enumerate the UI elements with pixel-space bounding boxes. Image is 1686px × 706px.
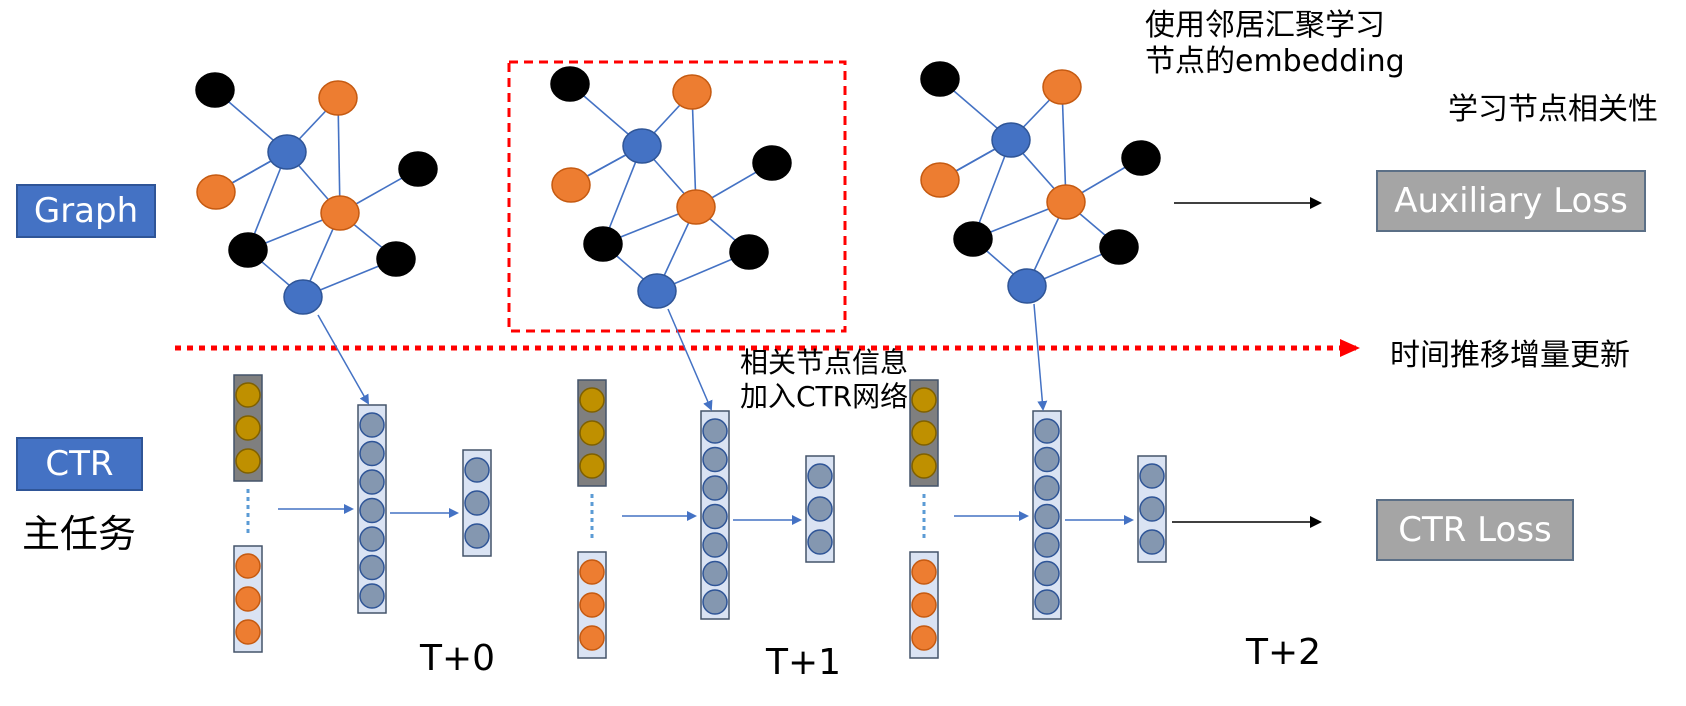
ctr-0-graph-link [317,314,369,405]
ctr-2-output-unit [1139,529,1165,555]
ctr-0-output-unit [464,490,490,516]
ctr-0-hidden-unit [359,440,385,467]
ctr-0-hidden-unit [359,554,385,581]
ctr-0-hidden-unit [359,469,385,495]
add-to-ctr-line-1: 相关节点信息 [740,346,909,379]
graph-3-other-node [1099,229,1139,265]
ctr-0-item-feature [235,382,261,408]
graph-1-other-node [376,241,416,277]
graph-3-other-node [920,61,960,97]
graph-1-user-node [320,195,360,231]
ctr-1-hidden-unit [702,503,728,530]
ctr-1-user-feature [579,559,605,585]
graph-1-hub-node [283,279,323,315]
ctr-2-hidden-unit [1034,532,1060,558]
ctr-1-hidden-unit [702,418,728,444]
graph-2-user-node [676,189,716,225]
ctr-1-hidden-unit [702,446,728,473]
graph-3-user-node [1042,69,1082,105]
graph-2-other-node [550,66,590,102]
graph-label: Graph [16,184,156,238]
ctr-2-hidden-unit [1034,503,1060,530]
neighbor-aggregation-line-1: 使用邻居汇聚学习 [1145,8,1385,43]
ctr-0-hidden-unit [359,583,385,609]
ctr-1-hidden-unit [702,589,728,615]
ctr-2-item-feature [911,420,937,446]
ctr-0-user-feature [235,553,261,579]
ctr-1-output-unit [807,496,833,522]
ctr-1-user-feature [579,625,605,651]
neighbor-aggregation-line-2: 节点的embedding [1145,44,1405,79]
graph-3-hub-node [991,122,1031,158]
ctr-1-output-unit [807,463,833,489]
graph-1-other-node [195,72,235,108]
ctr-1-output-unit [807,529,833,555]
graph-2-user-node [551,167,591,203]
ctr-1-user-feature [579,592,605,618]
graph-3-edge [1061,86,1067,203]
ctr-2-user-feature [911,625,937,651]
ctr-0-hidden-unit [359,526,385,552]
ctr-0-user-feature [235,586,261,612]
ctr-2-hidden-unit [1034,589,1060,615]
ctr-2-user-feature [911,559,937,585]
graph-2-other-node [583,226,623,262]
add-to-ctr-line-2: 加入CTR网络 [740,379,909,413]
ctr-2-hidden-unit [1034,418,1060,444]
ctr-0-user-feature [235,619,261,645]
graph-2-hub-node [622,128,662,164]
ctr-1-item-feature [579,453,605,479]
ctr-1-hidden-unit [702,560,728,587]
ctr-0-hidden-unit [359,412,385,438]
time-step-t1: T+1 [766,642,842,683]
ctr-2-item-feature [911,453,937,479]
learn-relevance-note: 学习节点相关性 [1448,92,1658,127]
main-task-label: 主任务 [22,512,137,556]
ctr-1-item-feature [579,420,605,446]
ctr-loss-box: CTR Loss [1376,499,1574,561]
ctr-1-graph-link [667,308,713,411]
ctr-1-item-feature [579,387,605,413]
ctr-1-hidden-unit [702,532,728,558]
graph-1-user-node [196,174,236,210]
ctr-2-graph-link [1033,303,1048,411]
ctr-label: CTR [16,437,143,491]
ctr-2-output-unit [1139,496,1165,522]
ctr-2-hidden-unit [1034,475,1060,501]
graph-2-user-node [672,74,712,110]
ctr-2-output-unit [1139,463,1165,489]
neighbor-aggregation-note: 使用邻居汇聚学习 节点的embedding [1145,8,1405,80]
ctr-0-output-unit [464,523,490,549]
graph-3-user-node [920,162,960,198]
ctr-0-item-feature [235,415,261,441]
graph-3-user-node [1046,184,1086,220]
graph-2-hub-node [637,273,677,309]
graph-1-other-node [398,151,438,187]
add-to-ctr-note: 相关节点信息 加入CTR网络 [740,346,908,413]
graph-1-hub-node [267,134,307,170]
ctr-2-hidden-unit [1034,446,1060,473]
graph-2-other-node [729,234,769,270]
time-step-t2: T+2 [1246,632,1322,673]
time-step-t0: T+0 [420,638,496,679]
auxiliary-loss-box: Auxiliary Loss [1376,170,1646,232]
graph-1-user-node [318,80,358,116]
ctr-0-hidden-unit [359,497,385,524]
graph-3-other-node [953,221,993,257]
ctr-1-hidden-unit [702,475,728,501]
graph-1-edge [337,97,341,214]
graph-2-edge [691,91,697,208]
ctr-2-hidden-unit [1034,560,1060,587]
graph-2-other-node [752,145,792,181]
ctr-2-user-feature [911,592,937,618]
graph-3-hub-node [1007,268,1047,304]
graph-3-other-node [1121,140,1161,176]
ctr-0-item-feature [235,448,261,474]
ctr-2-item-feature [911,387,937,413]
ctr-0-output-unit [464,457,490,483]
graph-1-other-node [228,232,268,268]
incremental-update-note: 时间推移增量更新 [1390,338,1630,373]
